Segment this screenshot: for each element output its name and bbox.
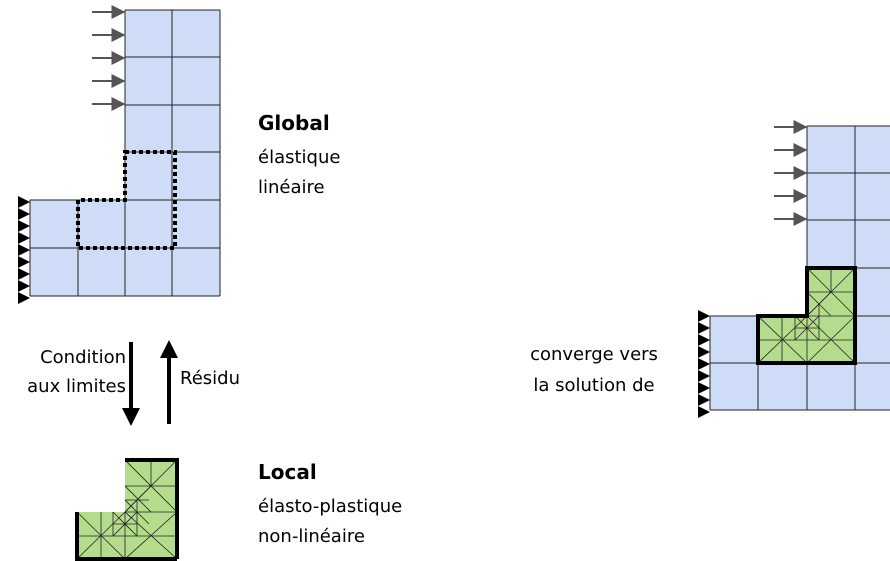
converge-label-line1: converge vers [530,344,658,365]
up-arrow-icon [160,340,178,358]
converged-mesh [709,125,890,411]
embedded-refined-triangles [757,267,856,364]
global-mesh [29,9,221,297]
coupling-arrows [122,340,178,426]
local-refined-triangles [76,459,178,560]
local-region-outline [76,150,177,250]
local-desc-line1: élasto-plastique [258,496,402,517]
local-mesh [75,458,179,561]
local-desc-line2: non-linéaire [258,526,365,547]
global-title: Global [258,111,330,135]
converged-supports [698,310,710,418]
down-arrow-icon [122,408,140,426]
boundary-condition-label-line2: aux limites [27,376,126,397]
fixed-support-icon [698,310,710,418]
global-desc-line1: élastique [258,147,340,168]
fixed-support-icon [18,196,30,304]
local-title: Local [258,460,317,484]
global-supports [18,196,30,304]
converged-load-arrows [774,120,808,226]
residual-label: Résidu [180,368,240,389]
boundary-condition-label-line1: Condition [40,347,126,368]
global-desc-line2: linéaire [258,177,325,198]
converge-label-line2: la solution de [533,375,654,396]
global-load-arrows [92,5,126,111]
